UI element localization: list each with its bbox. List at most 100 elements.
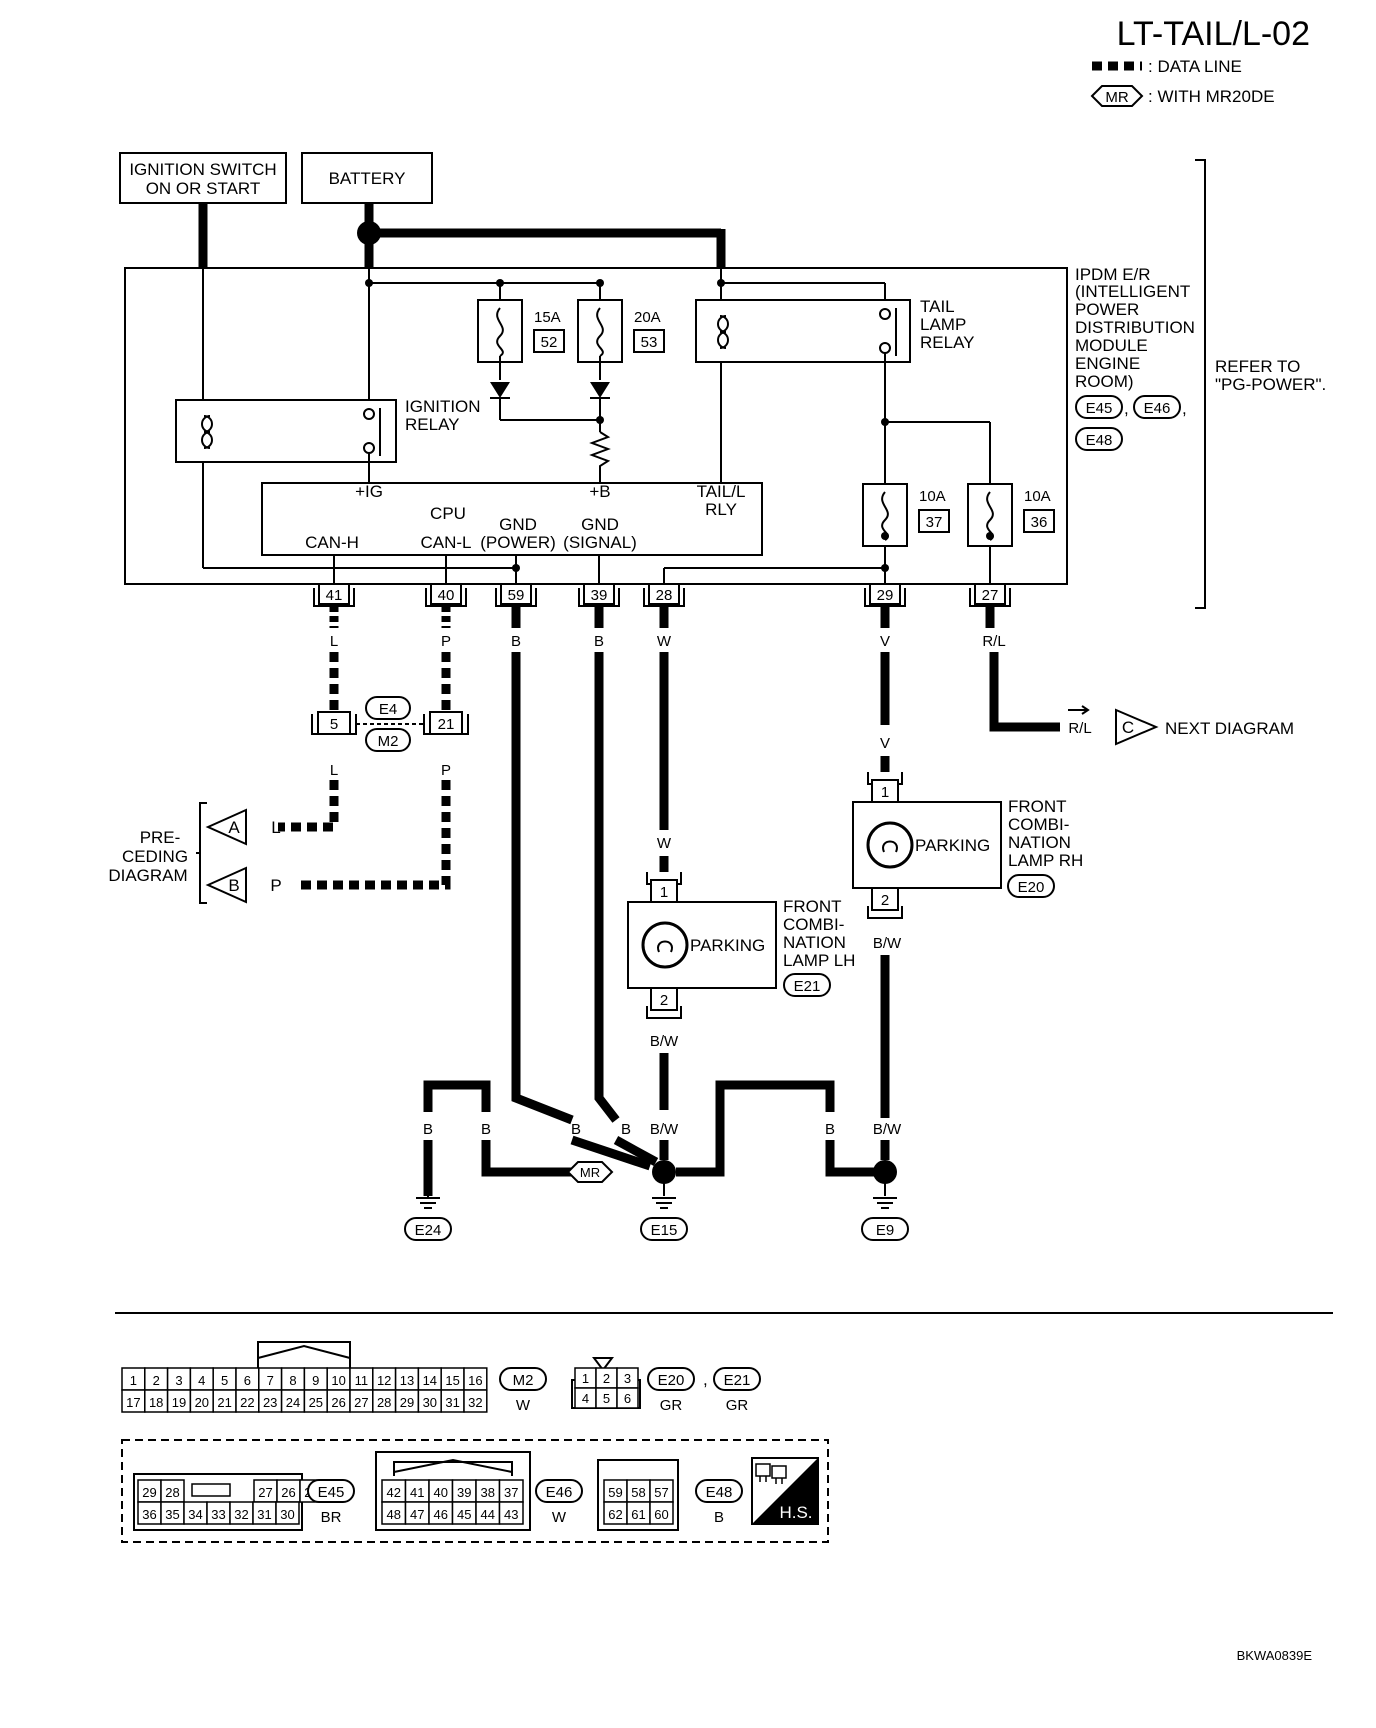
terminal-29: 29 (864, 583, 906, 628)
svg-text:16: 16 (468, 1373, 482, 1388)
lamp-rh-pin-2: 2 (881, 892, 889, 909)
connector-pin: 3 (166, 1367, 192, 1391)
connector-pin: 42 (381, 1479, 407, 1503)
svg-text:CEDING: CEDING (122, 847, 188, 866)
connector-pin: 28 (372, 1389, 397, 1413)
svg-text:COMBI-: COMBI- (783, 915, 844, 934)
mr-legend-text: : WITH MR20DE (1148, 87, 1275, 106)
svg-text:27: 27 (354, 1395, 368, 1410)
connector-pin: 1 (574, 1367, 597, 1389)
connector-pin: 26 (326, 1389, 351, 1413)
svg-text:12: 12 (377, 1373, 391, 1388)
connector-e20-color: GR (660, 1397, 683, 1414)
connector-pin: 34 (183, 1501, 208, 1525)
wire-label-27: R/L (982, 633, 1005, 650)
svg-text:3: 3 (175, 1373, 182, 1388)
connector-pin: 39 (451, 1479, 477, 1503)
connector-pin: 18 (144, 1389, 169, 1413)
tail-relay-label-1: TAIL (920, 297, 955, 316)
svg-text:35: 35 (165, 1507, 179, 1522)
diode-53 (590, 382, 610, 398)
front-combination-lamp-rh: 1 PARKING 2 FRONT COMBI- NATION LAMP RH … (852, 772, 1083, 919)
joint-connector-m2: M2 (378, 733, 399, 750)
cpu-box (261, 482, 763, 556)
connector-m2-color: W (516, 1397, 531, 1414)
joint-connector-e4: E4 (379, 701, 397, 718)
connector-pin: 32 (463, 1389, 488, 1413)
svg-text:ENGINE: ENGINE (1075, 354, 1140, 373)
connector-pin: 19 (166, 1389, 192, 1413)
connector-pin: 7 (258, 1367, 283, 1391)
ignition-relay (175, 399, 397, 463)
connector-pin: 3 (616, 1367, 639, 1389)
connector-plug-icon (755, 1463, 787, 1484)
connector-e20-id: E20 (658, 1372, 685, 1389)
connector-e45-face: 292827262536353433323130 (133, 1473, 324, 1531)
connector-e45-id: E45 (318, 1484, 345, 1501)
mr-connector-frame (121, 1439, 829, 1543)
svg-text:1: 1 (582, 1371, 589, 1386)
wire-label-bw-rh: B/W (873, 935, 902, 952)
connector-pin: 16 (463, 1367, 488, 1391)
ground-wire-4: B (621, 1121, 631, 1138)
cpu-can-l-label: CAN-L (420, 533, 471, 552)
fuse-36-amp: 10A (1024, 488, 1051, 505)
connector-pin: 15 (440, 1367, 465, 1391)
next-diagram-arrow (1115, 708, 1159, 746)
connector-m2-id: M2 (513, 1372, 534, 1389)
svg-text:4: 4 (198, 1373, 205, 1388)
figure-code: BKWA0839E (1237, 1648, 1313, 1663)
connector-pin: 59 (603, 1479, 628, 1503)
ignition-relay-label-1: IGNITION (405, 397, 481, 416)
ground-e9: E9 (861, 1197, 909, 1241)
cpu-tail-label-1: TAIL/L (697, 482, 746, 501)
svg-text:41: 41 (410, 1485, 424, 1500)
next-diagram-wire: R/L (1068, 720, 1091, 737)
diagram-title: LT-TAIL/L-02 (1117, 15, 1310, 53)
terminal-59: 59 (495, 583, 537, 628)
preceding-a-arrow (205, 808, 247, 846)
battery-label: BATTERY (329, 169, 406, 188)
tail-relay-label-3: RELAY (920, 333, 975, 352)
connector-pin: 17 (121, 1389, 146, 1413)
svg-text:PRE-: PRE- (140, 828, 181, 847)
svg-text:3: 3 (624, 1371, 631, 1386)
svg-text:2: 2 (603, 1371, 610, 1386)
svg-text:31: 31 (257, 1507, 271, 1522)
svg-text:(INTELLIGENT: (INTELLIGENT (1075, 282, 1190, 301)
cpu-gnd-signal-sub: (SIGNAL) (563, 533, 637, 552)
svg-text:26: 26 (331, 1395, 345, 1410)
connector-pin: 38 (475, 1479, 501, 1503)
svg-text:E15: E15 (651, 1222, 678, 1239)
terminal-number: 28 (656, 587, 673, 604)
lamp-lh-pin-1: 1 (660, 884, 668, 901)
cpu-gnd-signal-label: GND (581, 515, 619, 534)
connector-pin: 36 (137, 1501, 162, 1525)
svg-text:28: 28 (165, 1485, 179, 1500)
svg-text:1: 1 (130, 1373, 137, 1388)
fuse-53 (577, 299, 623, 363)
svg-text:31: 31 (445, 1395, 459, 1410)
connector-pin: 23 (258, 1389, 283, 1413)
connector-e48-id: E48 (706, 1484, 733, 1501)
svg-text:MODULE: MODULE (1075, 336, 1148, 355)
next-diagram-label: NEXT DIAGRAM (1165, 719, 1294, 738)
cpu-gnd-power-label: GND (499, 515, 537, 534)
connector-pin: 30 (417, 1389, 442, 1413)
preceding-b-arrow (205, 866, 247, 904)
connector-pin: 48 (381, 1501, 407, 1525)
svg-text:NATION: NATION (783, 933, 846, 952)
svg-text:59: 59 (608, 1485, 622, 1500)
terminal-27: 27 (969, 583, 1011, 628)
connector-pin: 5 (212, 1367, 237, 1391)
svg-text:21: 21 (217, 1395, 231, 1410)
svg-text:32: 32 (468, 1395, 482, 1410)
wire-label-mid-p: P (441, 762, 451, 779)
mr-legend: MR : WITH MR20DE (1090, 85, 1275, 107)
connector-pin: 60 (649, 1501, 674, 1525)
ground-wire-5: B/W (650, 1121, 679, 1138)
svg-text:5: 5 (603, 1391, 610, 1406)
svg-text:13: 13 (400, 1373, 414, 1388)
